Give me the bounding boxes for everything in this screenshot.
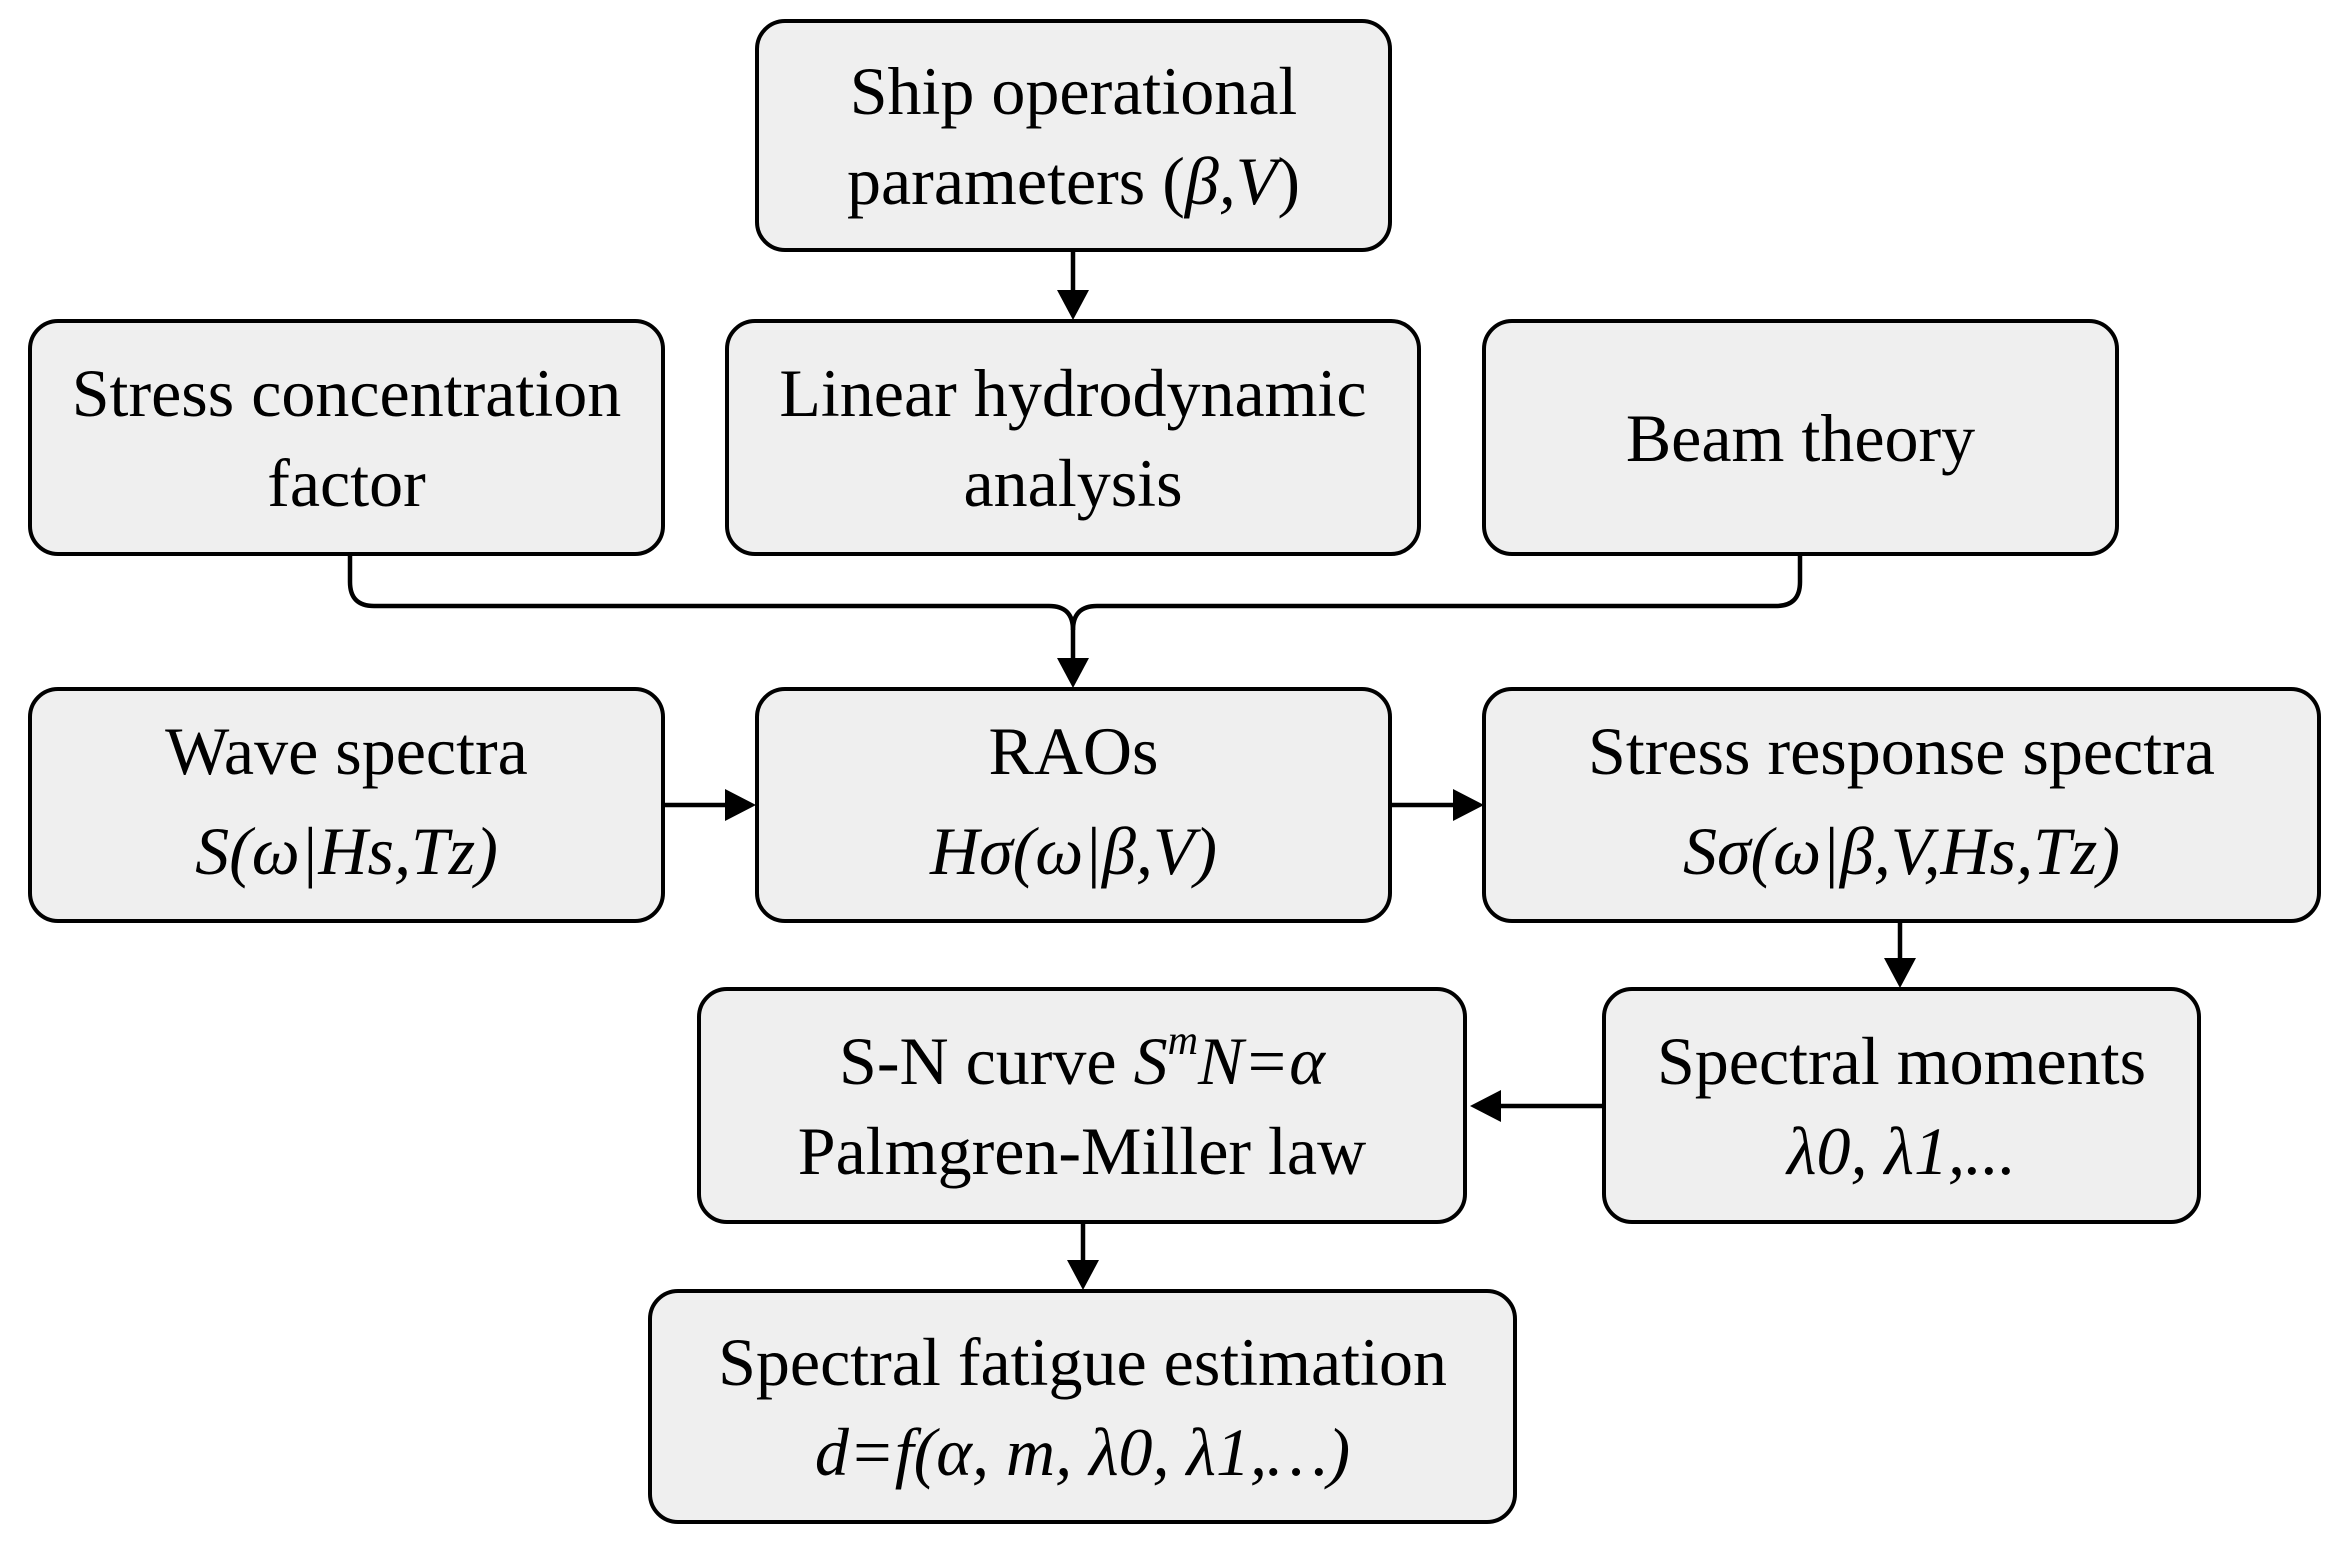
stress-response-spectra-box: Stress response spectra Sσ(ω|β,V,Hs,Tz) [1482, 687, 2321, 923]
spectral-fatigue-estimation-box: Spectral fatigue estimation d=f(α, m, λ0… [648, 1289, 1517, 1524]
beam-theory-line1: Beam theory [1625, 399, 1976, 476]
fatigue-estimation-formula: d=f(α, m, λ0, λ1,…) [814, 1413, 1351, 1490]
ship-params-line2: parameters (β,V) [847, 142, 1300, 219]
arrowhead-moments-to-sn [1470, 1090, 1501, 1122]
sn-curve-line2: Palmgren-Miller law [797, 1112, 1367, 1189]
connector-stress-concentration-merge [347, 556, 1076, 662]
arrowhead-ship-to-hydro [1057, 290, 1089, 320]
wave-spectra-box: Wave spectra S(ω|Hs,Tz) [28, 687, 665, 923]
wave-spectra-formula: S(ω|Hs,Tz) [195, 813, 498, 889]
beam-theory-box: Beam theory [1482, 319, 2119, 556]
spectral-moments-line1: Spectral moments [1656, 1022, 2147, 1099]
stress-response-formula: Sσ(ω|β,V,Hs,Tz) [1682, 813, 2121, 889]
stress-concentration-line2: factor [267, 444, 426, 521]
arrowhead-wave-to-raos [725, 789, 756, 821]
arrowhead-stress-to-moments [1884, 958, 1916, 988]
linear-hydrodynamic-analysis-box: Linear hydrodynamic analysis [725, 319, 1421, 556]
arrowhead-sn-to-fatigue [1067, 1260, 1099, 1290]
connector-beam-theory-merge [1070, 556, 1803, 631]
fatigue-estimation-line1: Spectral fatigue estimation [718, 1323, 1447, 1400]
ship-params-line1: Ship operational [849, 52, 1298, 129]
spectral-moments-box: Spectral moments λ0, λ1,... [1602, 987, 2201, 1224]
wave-spectra-line1: Wave spectra [165, 713, 528, 789]
raos-line1: RAOs [988, 713, 1159, 789]
stress-response-line1: Stress response spectra [1588, 713, 2215, 789]
spectral-moments-formula: λ0, λ1,... [1787, 1112, 2016, 1189]
arrowhead-to-raos [1057, 658, 1089, 688]
stress-concentration-factor-box: Stress concentration factor [28, 319, 665, 556]
sn-curve-box: S-N curve SmN=α Palmgren-Miller law [697, 987, 1467, 1224]
arrowhead-raos-to-stress [1453, 789, 1484, 821]
ship-operational-parameters-box: Ship operational parameters (β,V) [755, 19, 1392, 252]
stress-concentration-line1: Stress concentration [71, 354, 622, 431]
linear-hydrodynamic-line2: analysis [963, 444, 1183, 521]
linear-hydrodynamic-line1: Linear hydrodynamic [779, 354, 1367, 431]
raos-box: RAOs Hσ(ω|β,V) [755, 687, 1392, 923]
sn-curve-line1: S-N curve SmN=α [839, 1016, 1325, 1099]
raos-formula: Hσ(ω|β,V) [929, 813, 1218, 889]
